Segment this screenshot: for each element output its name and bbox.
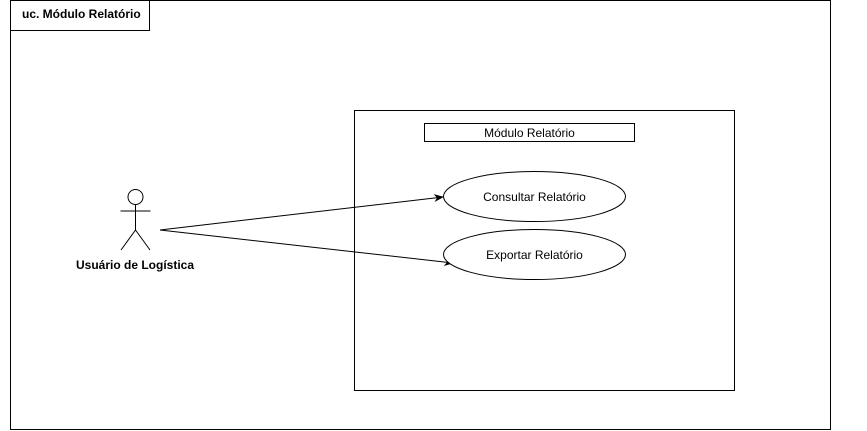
actor-icon [120, 189, 151, 251]
actor-label: Usuário de Logística [76, 258, 194, 272]
frame-title-tab [10, 0, 150, 31]
use-case-label: Exportar Relatório [486, 248, 583, 262]
system-title-box [424, 123, 635, 142]
use-case-exportar[interactable]: Exportar Relatório [443, 229, 626, 280]
association-exportar [159, 229, 454, 266]
association-consultar [159, 194, 444, 231]
frame-title: uc. Módulo Relatório [22, 7, 141, 21]
use-case-label: Consultar Relatório [483, 190, 586, 204]
use-case-consultar[interactable]: Consultar Relatório [443, 171, 626, 222]
system-title: Módulo Relatório [484, 126, 575, 140]
